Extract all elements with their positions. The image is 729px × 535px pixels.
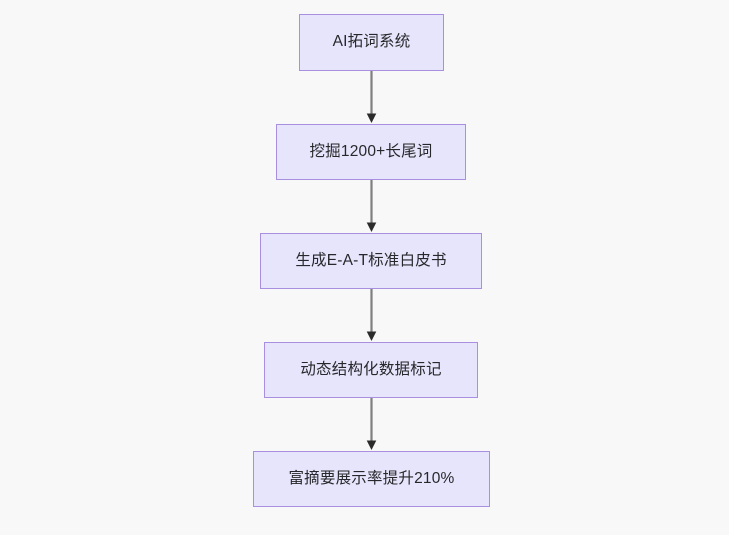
edge-n2-n3 (366, 180, 377, 232)
node-label: 富摘要展示率提升210% (288, 469, 455, 487)
edge-n1-n2 (366, 71, 377, 123)
flowchart-node-ai-keyword-system[interactable]: AI拓词系统 (299, 14, 444, 71)
flowchart-node-rich-snippet-rate-increase[interactable]: 富摘要展示率提升210% (253, 451, 490, 507)
flowchart-node-generate-eat-whitepaper[interactable]: 生成E-A-T标准白皮书 (260, 233, 482, 289)
flowchart-node-mine-longtail-keywords[interactable]: 挖掘1200+长尾词 (276, 124, 466, 180)
node-label: 生成E-A-T标准白皮书 (295, 251, 447, 269)
node-label: 动态结构化数据标记 (300, 360, 442, 378)
node-label: AI拓词系统 (332, 33, 411, 51)
edge-n3-n4 (366, 289, 377, 341)
node-label: 挖掘1200+长尾词 (309, 142, 433, 160)
edge-n4-n5 (366, 398, 377, 450)
flowchart-node-dynamic-structured-data-markup[interactable]: 动态结构化数据标记 (264, 342, 478, 398)
